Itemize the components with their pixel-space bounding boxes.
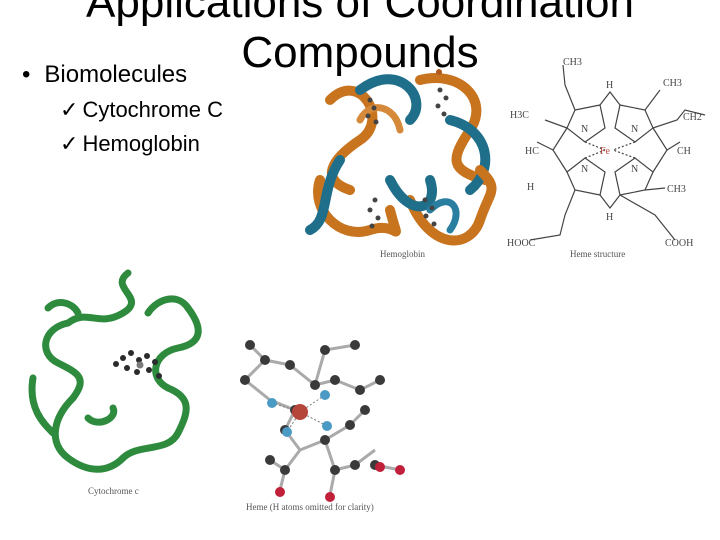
heme-structure-diagram: CH3 H CH3 H3C CH2 N N N N Fe HC CH H CH3… — [505, 50, 715, 260]
heme-3d-caption: Heme (H atoms omitted for clarity) — [246, 502, 374, 512]
subitem-hemoglobin: ✓Hemoglobin — [60, 130, 200, 159]
heme-label: Fe — [600, 146, 611, 157]
heme-label: N — [631, 124, 638, 135]
heme-structure-caption: Heme structure — [570, 249, 625, 259]
heme-label: HC — [525, 146, 539, 157]
bullet-dot-icon: • — [22, 61, 30, 88]
heme-label: N — [581, 124, 588, 135]
heme-label: HOOC — [507, 238, 536, 249]
checkmark-icon: ✓ — [60, 98, 78, 123]
heme-label: H — [606, 212, 613, 223]
heme-label: CH3 — [663, 78, 682, 89]
heme-label: CH3 — [563, 57, 582, 68]
heme-structure-caption-box: Heme structure — [568, 246, 668, 260]
cytochrome-c-image: Cytochrome c — [28, 268, 218, 498]
heme-label: CH3 — [667, 184, 686, 195]
heme-label: H — [606, 80, 613, 91]
heme-label: N — [581, 164, 588, 175]
heme-label: CH2 — [683, 112, 702, 123]
heme-label: H3C — [510, 110, 529, 121]
subitem-label: Hemoglobin — [82, 131, 199, 156]
bullet-biomolecules: • Biomolecules — [22, 60, 187, 90]
heme-label: COOH — [665, 238, 693, 249]
heme-label: N — [631, 164, 638, 175]
checkmark-icon: ✓ — [60, 132, 78, 157]
hemoglobin-caption: Hemoglobin — [380, 249, 425, 259]
heme-label: CH — [677, 146, 691, 157]
heme-ball-stick-image — [215, 330, 405, 520]
subitem-label: Cytochrome C — [82, 97, 223, 122]
hemoglobin-image — [300, 60, 510, 270]
bullet-label: Biomolecules — [44, 61, 187, 88]
hemoglobin-caption-box: Hemoglobin — [375, 246, 455, 260]
heme-3d-caption-box: Heme (H atoms omitted for clarity) — [244, 500, 394, 514]
cytochrome-caption: Cytochrome c — [88, 486, 139, 496]
heme-label: H — [527, 182, 534, 193]
subitem-cytochrome: ✓Cytochrome C — [60, 96, 223, 125]
